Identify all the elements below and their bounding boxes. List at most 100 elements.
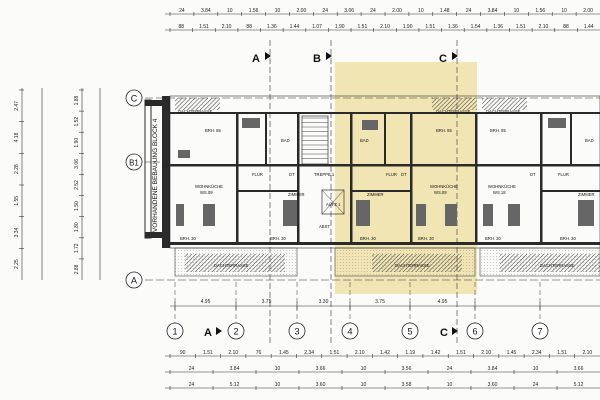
dimension-value: 3.60 [316,382,326,388]
dimension-value: 2.88 [74,264,80,274]
section-marks-bottom: A C [204,327,458,339]
dimension-value: 1.45 [279,350,289,356]
dimension-value: 10 [361,366,367,372]
axis-label-b1: B1 [129,159,139,168]
dimension-value: 5.12 [574,382,584,388]
parapet-label: BRH. 30 [418,236,434,241]
axis-label: 4 [347,327,352,337]
section-mark-a: A [252,53,260,65]
dimension-value: 4.18 [14,132,20,142]
dimension-value: 1.42 [380,350,390,356]
dimension-value: 1.51 [557,350,567,356]
dimension-value: 24 [466,8,472,14]
dimension-value: 1.90 [403,24,413,30]
dimension-value: 3.60 [488,382,498,388]
dimension-value: 3.84 [230,366,240,372]
dimension-value: 76 [256,350,262,356]
dimension-value: 1.54 [471,24,481,30]
room-label-flur: FLUR [558,172,569,177]
section-mark-a-bottom: A [204,327,212,339]
dimension-value: 3.06 [344,8,354,14]
axis-label: 7 [537,327,542,337]
dimension-value: 24 [370,8,376,14]
dimension-value: 1.52 [74,117,80,127]
dimension-value: 1.36 [493,24,503,30]
room-label-abst: ABST [319,224,330,229]
section-marks-top: A B C [252,40,458,345]
dimension-value: 3.66 [316,366,326,372]
room-label-wohnkueche: WOHNKÜCHE [488,184,516,189]
dimension-value: 1.51 [358,24,368,30]
room-area: WS.18 [493,190,506,195]
terrace-label: DACHTERRASSE [486,109,521,114]
dimension-value: 3.66 [574,366,584,372]
dimension-value: 2.10 [582,350,592,356]
dimension-value: 1.55 [14,196,20,206]
parapet-label: BRH. 30 [270,236,286,241]
dimension-value: 3.56 [402,366,412,372]
dimension-value: 1.88 [74,95,80,105]
axis-label-c: C [131,94,138,104]
dimension-value: 10 [418,8,424,14]
room-label-zimmer: ZIMMER [578,192,595,197]
terrace-label: DACHTERRASSE [436,109,471,114]
dimension-value: 3.75 [262,299,272,305]
furniture [176,118,594,226]
left-dimensions-inner: 1.881.521.903.062.521.501.801.722.88 [74,89,84,274]
room-label-aufzug: AUFZ 1 [326,202,341,207]
dimension-value: 10 [275,382,281,388]
building-walls [144,95,600,249]
dimension-value: 3.75 [375,299,385,305]
dimension-value: 2.28 [14,164,20,174]
dimension-value: 1.51 [425,24,435,30]
room-label-flur: FLUR [386,172,397,177]
dimension-value: 2.00 [392,8,402,14]
dimension-value: 10 [275,8,281,14]
room-label-bad: BAD [281,138,290,143]
dimension-value: 24 [189,366,195,372]
dimension-value: 24 [189,382,195,388]
door-label: DT [401,172,407,177]
section-mark-c: C [439,53,447,65]
dimension-value: 2.00 [583,8,593,14]
axis-label-a: A [131,276,137,286]
terrace-label: DACHTERRASSE [214,263,249,268]
axis-label: 6 [472,327,477,337]
dimension-value: 5.12 [230,382,240,388]
terrace-label: DACHTERRASSE [178,109,213,114]
dimension-value: 1.07 [312,24,322,30]
dimension-value: 2.10 [355,350,365,356]
parapet-label: BRH. 85 [205,128,221,133]
room-label-zimmer: ZIMMER [367,192,384,197]
dimension-value: 1.51 [330,350,340,356]
dimension-value: 10 [227,8,233,14]
dimension-value: 1.50 [74,201,80,211]
terrace-label: DACHTERRASSE [540,263,575,268]
room-label-wohnkueche: WOHNKÜCHE [430,184,458,189]
dimension-value: 1.72 [74,243,80,253]
dimension-value: 10 [514,8,520,14]
parapet-label: BRH. 85 [490,128,506,133]
parapet-label: BRH. 30 [180,236,196,241]
dimension-value: 24 [179,8,185,14]
dimension-value: 2.10 [228,350,238,356]
dimension-value: 3.84 [201,8,211,14]
room-label-bad: BAD [585,138,594,143]
dimension-value: 88 [179,24,185,30]
axis-label: 5 [407,327,412,337]
dimension-value: 2.10 [222,24,232,30]
dimension-value: 24 [447,366,453,372]
parapet-label: BRH. 30 [560,236,576,241]
dimension-value: 3.58 [402,382,412,388]
room-label-bad: BAD [360,138,369,143]
dimension-value: 1.44 [290,24,300,30]
dimension-value: 1.90 [335,24,345,30]
dimension-value: 10 [533,366,539,372]
axis-circle [166,322,184,340]
room-label-zimmer: ZIMMER [288,192,305,197]
